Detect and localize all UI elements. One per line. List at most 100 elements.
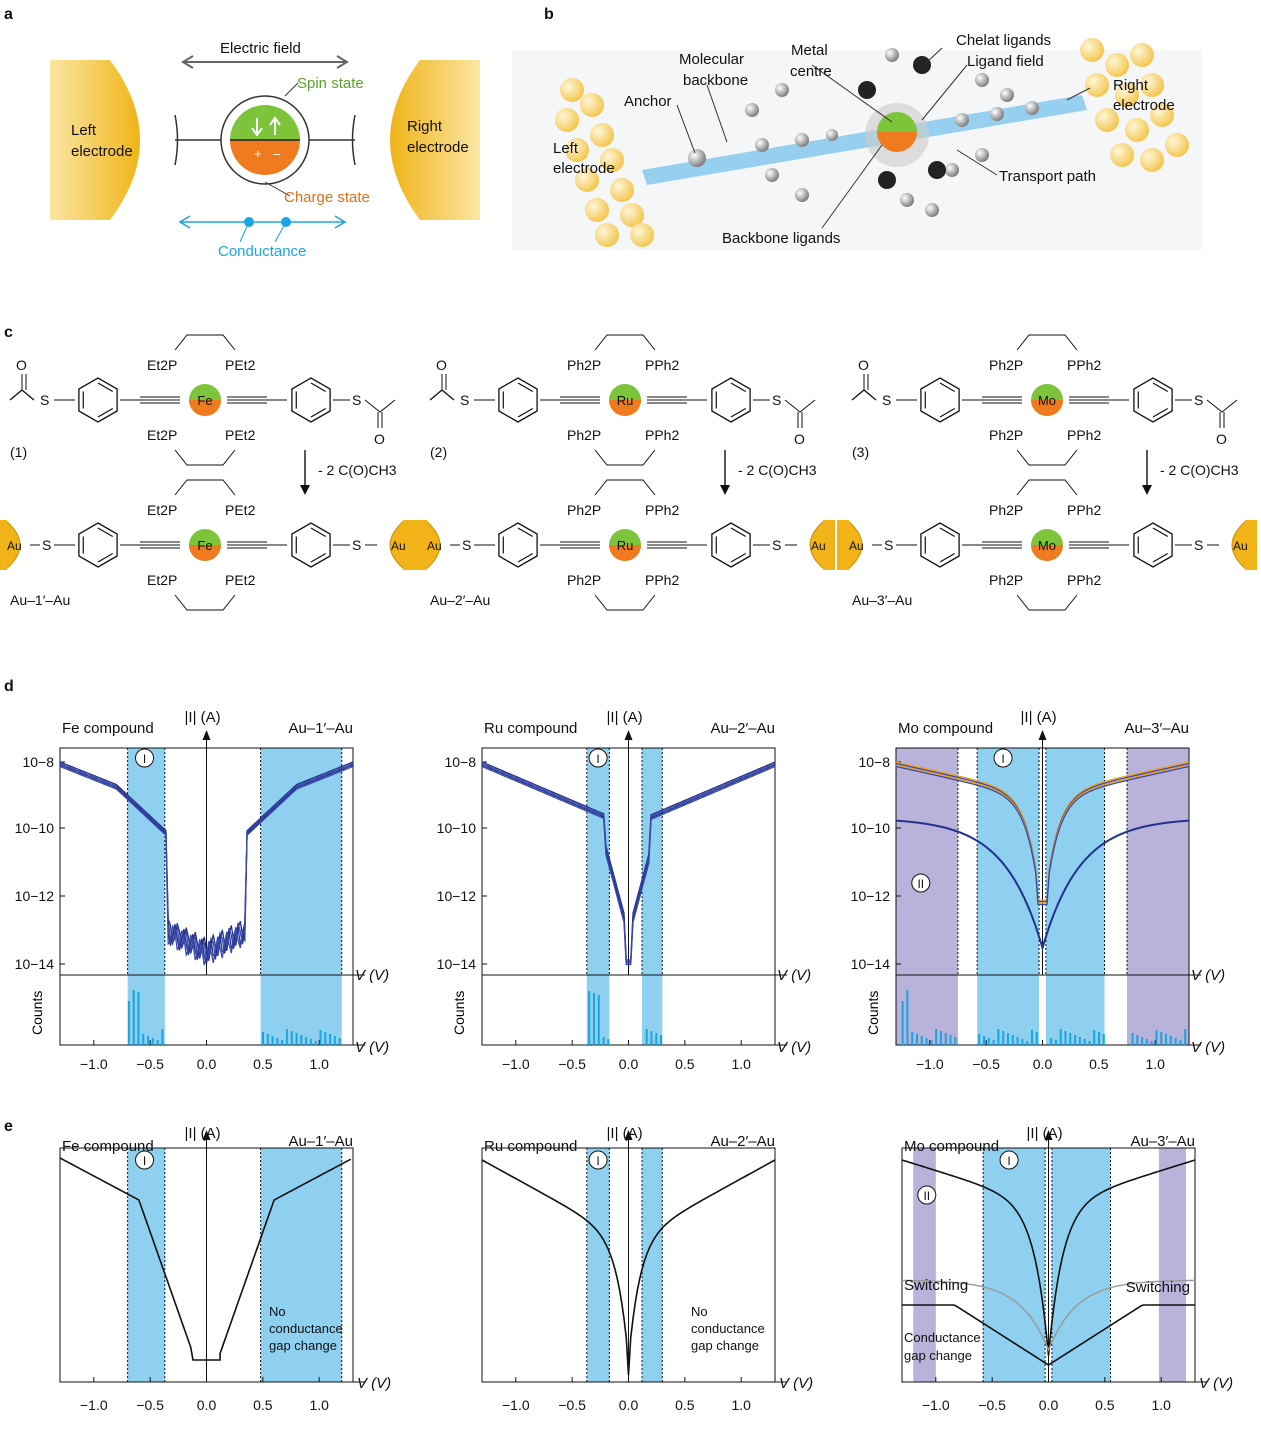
x-tick-label: 0.5 xyxy=(675,1056,695,1072)
reaction-label: - 2 C(O)CH3 xyxy=(1160,462,1239,478)
count-bar xyxy=(588,991,591,1045)
x-tick-label: −1.0 xyxy=(80,1056,108,1072)
charge-state-half xyxy=(230,140,300,175)
iv-schematic-trace xyxy=(59,1157,352,1361)
count-bar xyxy=(935,1029,938,1045)
product-label: Au–1′–Au xyxy=(288,1133,353,1150)
iv-trace xyxy=(895,819,1190,952)
iv-trace xyxy=(481,761,776,961)
count-bar xyxy=(650,1031,653,1045)
phosphine-label: Ph2P xyxy=(567,427,601,443)
x-tick-label: −1.0 xyxy=(502,1056,530,1072)
sulfur-label: S xyxy=(772,392,781,408)
sulfur-label: S xyxy=(40,392,49,408)
phosphine-label: PPh2 xyxy=(1067,572,1101,588)
count-bar xyxy=(1030,1030,1033,1045)
x-tick-label: −1.0 xyxy=(922,1397,950,1413)
x-tick-label: 0.0 xyxy=(197,1056,217,1072)
y-tick-label: 10−10 xyxy=(851,820,891,836)
count-bar xyxy=(1074,1035,1077,1045)
bias-band xyxy=(1158,1148,1186,1382)
bias-band xyxy=(1051,1148,1111,1382)
y-tick-label: 10−14 xyxy=(437,956,477,972)
count-bar xyxy=(1050,1038,1053,1045)
iv-trace xyxy=(59,765,354,966)
x-tick-label: 1.0 xyxy=(1145,1056,1165,1072)
count-bar xyxy=(1069,1033,1072,1045)
benzene-ring xyxy=(78,522,118,568)
x-tick-label: −0.5 xyxy=(136,1397,164,1413)
count-bar xyxy=(271,1036,274,1045)
count-bar xyxy=(324,1032,327,1045)
iv-trace xyxy=(481,762,776,963)
count-bar xyxy=(132,990,135,1045)
no-change-label-2: conductance xyxy=(269,1321,343,1336)
count-bar xyxy=(1169,1036,1172,1045)
benzene-ring xyxy=(291,377,331,423)
count-bar xyxy=(1064,1031,1067,1045)
y-tick-label: 10−8 xyxy=(444,754,476,770)
molecular-backbone-label-2: backbone xyxy=(683,72,749,89)
panel-letter-b: b xyxy=(544,6,554,23)
count-bar xyxy=(920,1036,923,1045)
x-axis-label: V (V) xyxy=(1199,1375,1233,1392)
count-bar xyxy=(1174,1038,1177,1045)
region-ii-marker: II xyxy=(923,1189,930,1203)
phosphine-label: PEt2 xyxy=(225,572,256,588)
x-tick-label: 0.0 xyxy=(619,1056,639,1072)
count-bar xyxy=(1160,1032,1163,1045)
count-bar xyxy=(1179,1040,1182,1045)
x-tick-label: −0.5 xyxy=(972,1056,1000,1072)
benzene-ring xyxy=(498,522,538,568)
count-bar xyxy=(944,1033,947,1045)
count-bar xyxy=(1150,1041,1153,1045)
count-bar xyxy=(1083,1039,1086,1045)
x-tick-label: 1.0 xyxy=(309,1056,329,1072)
phosphine-label: Ph2P xyxy=(989,502,1023,518)
region-i-marker: I xyxy=(143,1154,146,1168)
gold-label: Au xyxy=(1233,539,1248,553)
phosphine-label: PPh2 xyxy=(1067,357,1101,373)
x-tick-label: −1.0 xyxy=(80,1397,108,1413)
gold-label: Au xyxy=(811,539,826,553)
region-i-marker: I xyxy=(596,752,599,766)
switching-label-left: Switching xyxy=(904,1277,968,1294)
svg-text:+: + xyxy=(254,146,262,161)
x-tick-label: −1.0 xyxy=(502,1397,530,1413)
count-bar xyxy=(916,1034,919,1045)
region-i-marker: I xyxy=(143,752,146,766)
backbone-ligands-label: Backbone ligands xyxy=(722,230,841,247)
y-axis-label: |I| (A) xyxy=(185,709,221,726)
count-bar xyxy=(987,1038,990,1045)
y-tick-label: 10−12 xyxy=(15,888,55,904)
count-bar xyxy=(911,1032,914,1045)
x-tick-label: 0.0 xyxy=(197,1397,217,1413)
sulfur-label: S xyxy=(1194,392,1203,408)
conductance-gap-label-2: gap change xyxy=(904,1348,972,1363)
count-bar xyxy=(1078,1037,1081,1045)
panel-letter-e: e xyxy=(4,1118,13,1135)
count-bar xyxy=(137,992,140,1045)
count-bar xyxy=(1102,1034,1105,1045)
x-tick-label: −0.5 xyxy=(978,1397,1006,1413)
compound-label: Ru compound xyxy=(484,720,577,737)
y-tick-label: 10−12 xyxy=(437,888,477,904)
count-bar xyxy=(319,1030,322,1045)
oxygen-label: O xyxy=(374,431,385,447)
phosphine-label: Ph2P xyxy=(989,357,1023,373)
count-bar xyxy=(1145,1039,1148,1045)
count-bar xyxy=(954,1037,957,1045)
product-label: Au–3′–Au xyxy=(852,592,912,608)
count-bar xyxy=(939,1031,942,1045)
sulfur-label: S xyxy=(884,537,893,553)
count-bar xyxy=(295,1033,298,1045)
no-change-label-3: gap change xyxy=(691,1338,759,1353)
